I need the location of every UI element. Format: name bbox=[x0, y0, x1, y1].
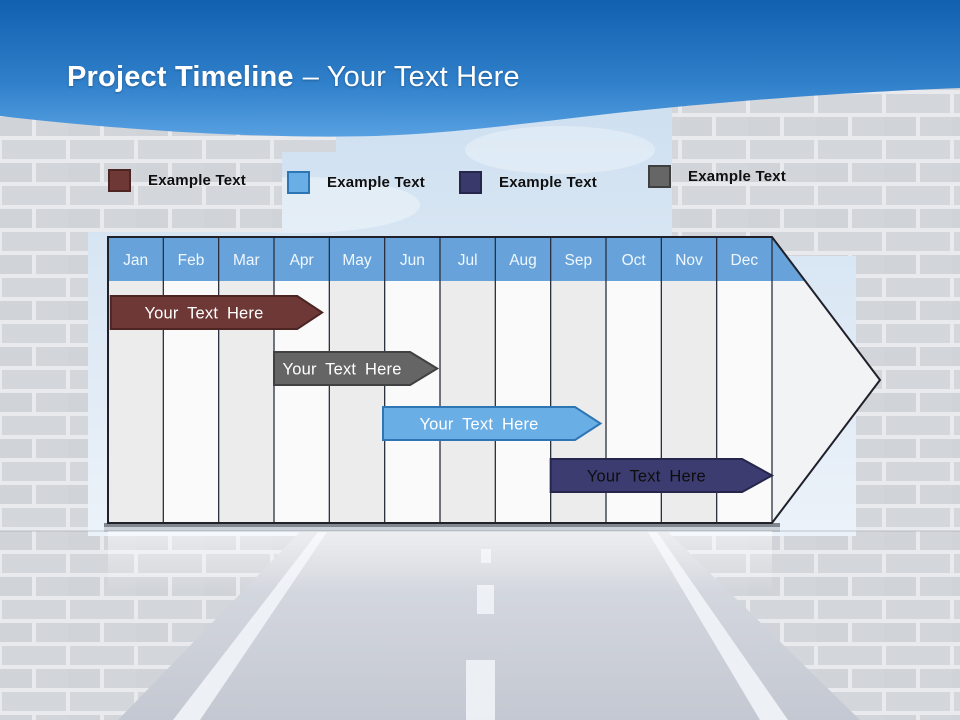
legend-label: Example Text bbox=[327, 174, 425, 191]
legend-label: Example Text bbox=[499, 174, 597, 191]
gantt-bar-label: Your Text Here bbox=[419, 416, 538, 434]
month-label: Feb bbox=[178, 252, 205, 269]
legend-swatch bbox=[459, 171, 482, 194]
gantt-bar bbox=[382, 406, 603, 441]
cloud bbox=[465, 126, 655, 174]
slide-title-bold: Project Timeline bbox=[67, 61, 294, 93]
table-reflection bbox=[108, 531, 772, 593]
month-label: Jul bbox=[458, 252, 478, 269]
month-label: May bbox=[342, 252, 372, 269]
month-label: Mar bbox=[233, 252, 260, 269]
legend-swatch bbox=[287, 171, 310, 194]
month-label: Nov bbox=[675, 252, 703, 269]
legend-item: Example Text bbox=[648, 165, 786, 188]
legend-swatch bbox=[648, 165, 671, 188]
road-center-dash bbox=[466, 660, 495, 720]
month-column-stripe bbox=[440, 281, 496, 523]
legend-item: Example Text bbox=[108, 169, 246, 192]
month-column-stripe bbox=[329, 281, 385, 523]
month-label: Jan bbox=[123, 252, 148, 269]
gantt-bar-label: Your Text Here bbox=[144, 305, 263, 323]
legend-item: Example Text bbox=[459, 171, 597, 194]
month-label: Sep bbox=[565, 252, 593, 269]
legend-label: Example Text bbox=[688, 168, 786, 185]
legend-item: Example Text bbox=[287, 171, 425, 194]
gantt-bar bbox=[109, 295, 324, 330]
timeline-arrow-outline bbox=[107, 236, 882, 524]
table-shadow bbox=[104, 523, 780, 527]
month-label: Dec bbox=[731, 252, 759, 269]
slide-title-regular: – Your Text Here bbox=[302, 61, 520, 93]
month-label: Aug bbox=[509, 252, 537, 269]
table-shadow bbox=[104, 523, 780, 532]
month-header-band bbox=[108, 237, 806, 281]
slide-title: Project Timeline– Your Text Here bbox=[67, 61, 520, 94]
gantt-bar-label: Your Text Here bbox=[283, 361, 402, 379]
month-column-stripe bbox=[384, 281, 440, 523]
legend-swatch bbox=[108, 169, 131, 192]
month-label: Jun bbox=[400, 252, 425, 269]
legend-label: Example Text bbox=[148, 172, 246, 189]
month-column-stripe bbox=[495, 281, 551, 523]
month-label: Oct bbox=[622, 252, 647, 269]
gantt-bar-label: Your Text Here bbox=[587, 468, 706, 486]
gantt-bar bbox=[273, 351, 440, 386]
month-label: Apr bbox=[290, 252, 314, 269]
gantt-bar bbox=[549, 458, 775, 493]
